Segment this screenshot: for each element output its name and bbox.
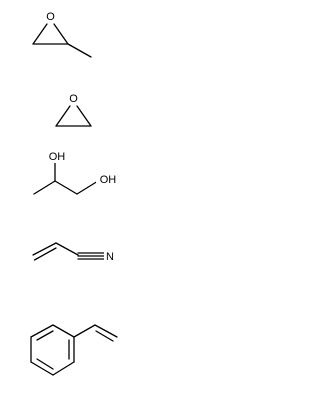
bond <box>94 324 118 338</box>
oxygen-label: O <box>46 11 55 23</box>
bond <box>76 105 92 127</box>
structure-canvas: O O OH OH N <box>30 10 120 376</box>
bond <box>67 43 92 58</box>
bond <box>73 324 96 338</box>
bond <box>55 105 71 127</box>
bond <box>33 247 57 261</box>
bond <box>55 242 79 256</box>
oxygen-label: O <box>69 93 78 105</box>
bond <box>36 358 54 370</box>
bond <box>52 324 75 338</box>
bond <box>30 361 54 376</box>
bond <box>52 361 75 376</box>
bond <box>36 330 54 341</box>
bond <box>53 23 69 45</box>
bond <box>76 180 99 195</box>
bond <box>33 180 56 195</box>
molecule-acrylonitrile: N <box>32 242 116 263</box>
bond <box>32 242 57 256</box>
bond <box>95 330 114 342</box>
hydroxyl-label: OH <box>49 151 66 163</box>
molecule-propylene-oxide: O <box>32 10 92 58</box>
bond <box>32 23 48 45</box>
molecule-propylene-glycol: OH OH <box>33 150 120 195</box>
molecule-ethylene-oxide: O <box>55 92 92 127</box>
nitrogen-label: N <box>106 251 114 263</box>
bond <box>54 180 78 195</box>
hydroxyl-label: OH <box>100 174 117 186</box>
bond <box>30 324 54 338</box>
molecule-styrene <box>30 324 118 376</box>
